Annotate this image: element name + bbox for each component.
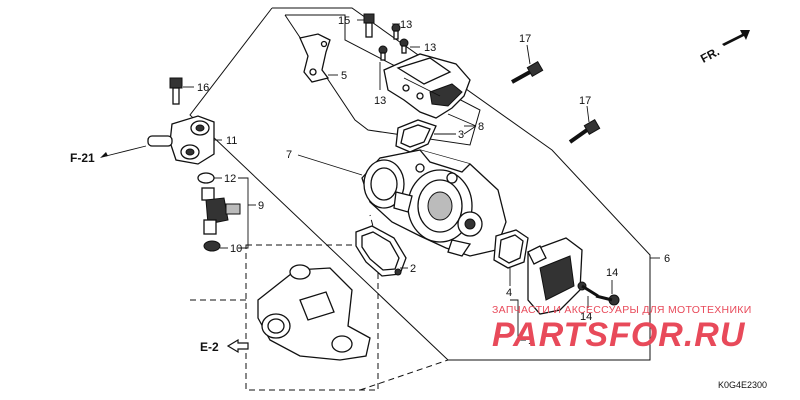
assembly-frame: [189, 7, 651, 361]
bolt-17a: [511, 60, 544, 84]
callout-6: 6: [664, 253, 670, 265]
callout-3: 3: [458, 129, 464, 141]
screw-13a: [391, 23, 401, 40]
callout-2: 2: [410, 263, 416, 275]
diagram-code: K0G4E2300: [718, 380, 768, 390]
callout-7: 7: [286, 149, 292, 161]
seal-4: [493, 229, 529, 269]
callout-10: 10: [230, 243, 242, 255]
callout-4: 4: [506, 287, 512, 299]
screw-14b: [595, 294, 620, 306]
direction-label: FR.: [698, 44, 722, 65]
bolt-15: [363, 13, 375, 38]
bolt-16: [169, 77, 183, 105]
callout-16: 16: [197, 82, 209, 94]
sensor-unit-1: [527, 237, 583, 315]
callout-8: 8: [478, 121, 484, 133]
callout-9: 9: [258, 200, 264, 212]
callout-11: 11: [226, 135, 237, 147]
throttle-body-7: [361, 149, 507, 257]
sensor-frame: [284, 14, 481, 146]
callout-17b: 17: [579, 95, 591, 107]
callout-13c: 13: [374, 95, 386, 107]
watermark-subtitle: ЗАПЧАСТИ И АКСЕССУАРЫ ДЛЯ МОТОТЕХНИКИ: [492, 304, 752, 316]
seal-ring-10: [203, 240, 221, 252]
callout-14b: 14: [580, 311, 592, 323]
callout-5: 5: [341, 70, 347, 82]
callout-14a: 14: [606, 267, 618, 279]
bolt-17b: [568, 118, 601, 144]
gasket-2: [355, 225, 407, 277]
callout-15: 15: [338, 15, 350, 27]
seal-ring-12: [197, 172, 215, 184]
reference-f21: F-21: [70, 151, 95, 165]
callout-1: 1: [528, 335, 534, 347]
mounting-bracket: [257, 264, 371, 361]
callout-17a: 17: [519, 33, 531, 45]
callout-13a: 13: [400, 19, 412, 31]
e2-reference-arrow: [226, 338, 249, 354]
injector-9: [201, 187, 241, 235]
watermark-brand: PARTSFOR.RU: [492, 316, 746, 354]
front-direction-arrow: [722, 30, 750, 46]
screw-14a: [577, 281, 599, 298]
callout-12: 12: [224, 173, 236, 185]
sensor-module-8: [383, 53, 471, 119]
screw-13c: [378, 45, 388, 61]
gasket-3: [395, 119, 437, 153]
screw-13b: [399, 38, 409, 54]
reference-e2: E-2: [200, 340, 219, 354]
bracket-plate-5: [299, 33, 331, 83]
callout-13b: 13: [424, 42, 436, 54]
injector-joint-11: [147, 115, 215, 165]
dashed-line-b: [359, 359, 449, 391]
